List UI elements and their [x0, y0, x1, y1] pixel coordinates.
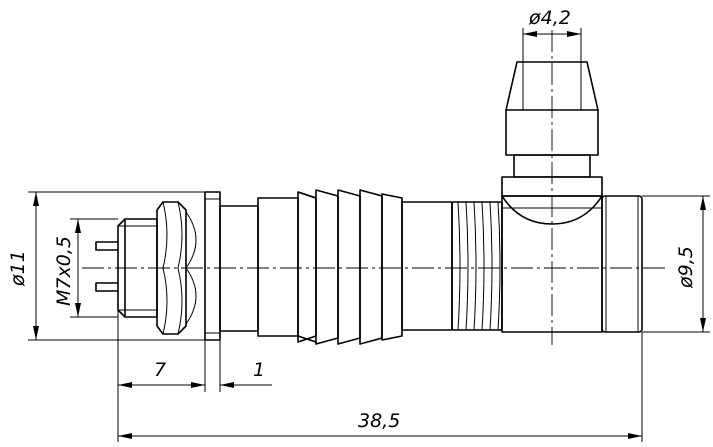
flange — [204, 191, 221, 341]
dimension-flange-thickness: 1 — [190, 359, 272, 388]
cable-gland — [501, 61, 603, 197]
strain-relief-fins — [297, 189, 403, 345]
dimension-label-thread: M7x0,5 — [53, 236, 75, 306]
hex-nut — [156, 201, 197, 335]
dimension-label-flange-thickness: 1 — [253, 359, 265, 381]
neck — [219, 205, 259, 332]
corrugated-sleeve — [451, 201, 503, 331]
extension-lines-bottom — [117, 310, 643, 442]
dimension-label-body-diameter: ø9,5 — [675, 246, 697, 289]
connector-pins — [95, 241, 118, 292]
dimension-thread: M7x0,5 — [53, 218, 118, 318]
dimension-cable-diameter: ø4,2 — [522, 7, 582, 62]
dimension-label-outer-diameter: ø11 — [7, 250, 29, 287]
center-axes — [82, 30, 665, 345]
dimension-outer-diameter: ø11 — [7, 191, 205, 341]
dimension-total-length: 38,5 — [118, 410, 642, 439]
dimension-label-thread-length: 7 — [154, 359, 166, 381]
dimension-thread-length: 7 — [118, 359, 205, 388]
end-cap — [601, 195, 643, 333]
dimension-body-diameter: ø9,5 — [642, 195, 710, 333]
dimension-label-total-length: 38,5 — [358, 410, 400, 432]
housing-body — [257, 191, 453, 343]
dimension-label-cable-diameter: ø4,2 — [528, 7, 571, 29]
